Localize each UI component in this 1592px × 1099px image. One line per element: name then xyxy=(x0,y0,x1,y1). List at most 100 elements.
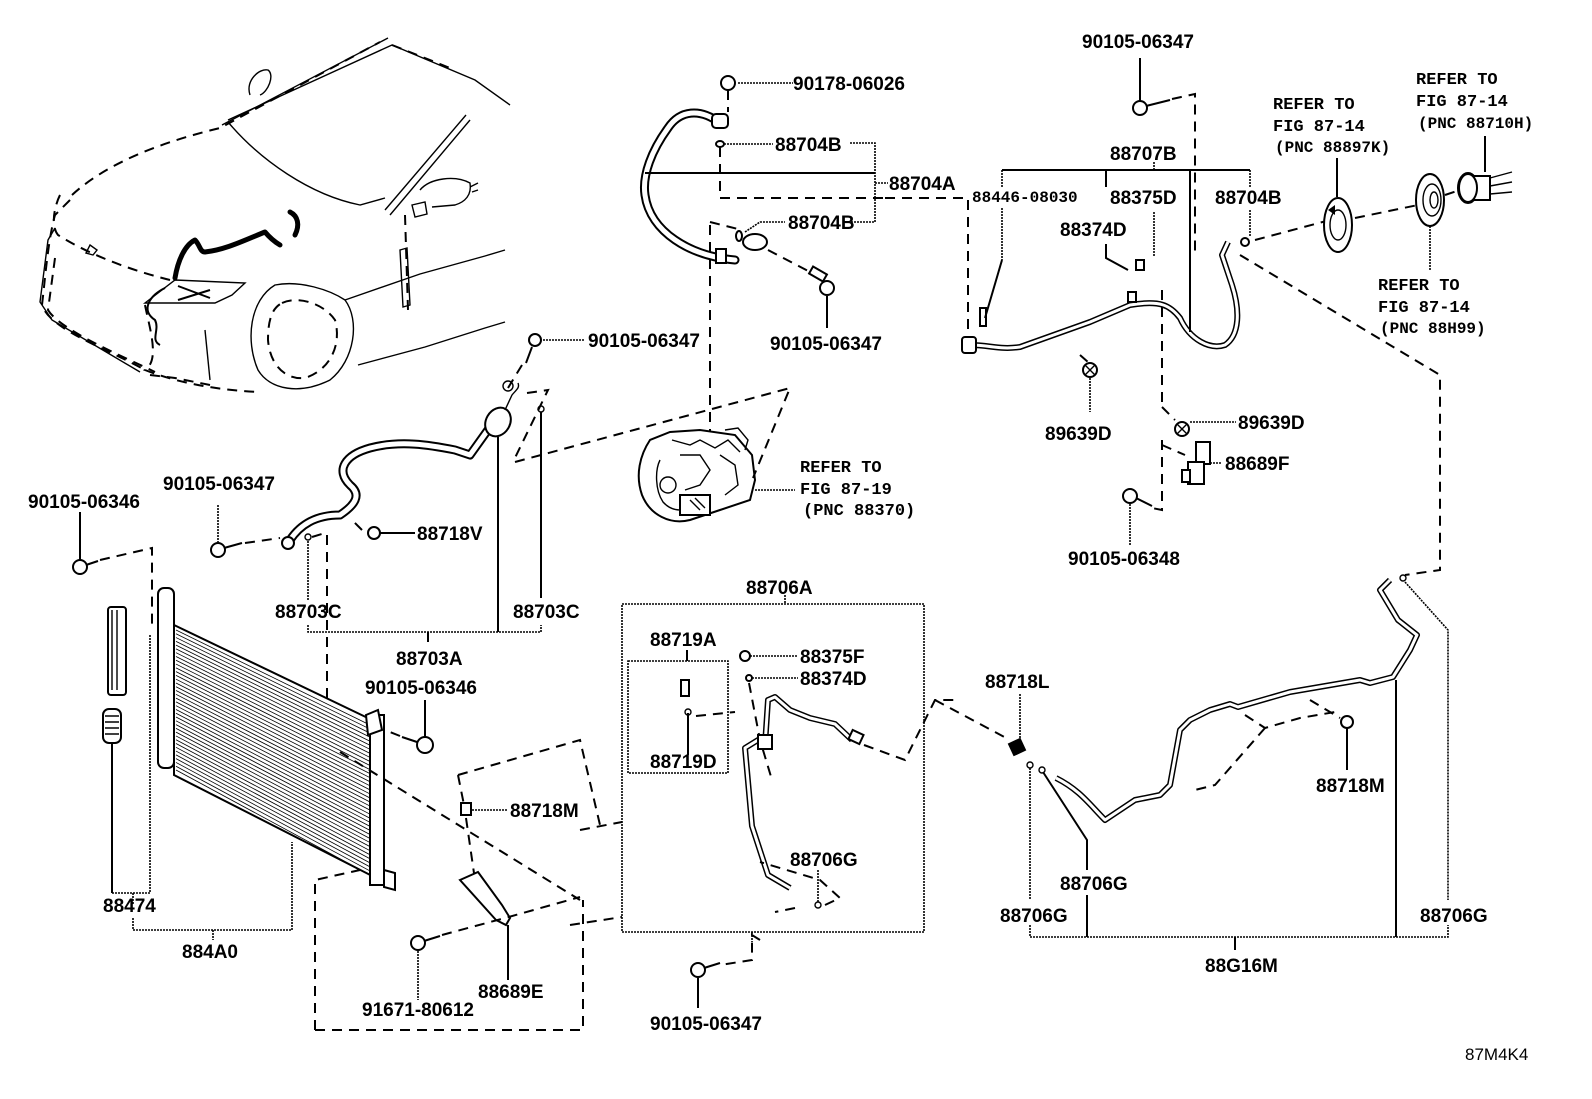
condenser-fin-line xyxy=(175,697,371,799)
figure-code: 87M4K4 xyxy=(1465,1045,1528,1064)
callout-88704B-mid: 88704B xyxy=(788,213,855,234)
callout-90105-06347-disch: 90105-06347 xyxy=(588,331,700,352)
callout-88703A: 88703A xyxy=(396,649,463,670)
callout-91671-80612: 91671-80612 xyxy=(362,1000,474,1021)
ref-88710H-line3: (PNC 88710H) xyxy=(1418,115,1533,133)
condenser-fin-line xyxy=(175,720,371,823)
compressor-illustration xyxy=(514,386,795,523)
condenser-fin-line xyxy=(175,754,371,860)
condenser-fin-line xyxy=(175,675,371,775)
ref-88H99-line3: (PNC 88H99) xyxy=(1380,320,1486,338)
condenser-fin-line xyxy=(175,690,371,791)
callout-88703C-left: 88703C xyxy=(275,602,342,623)
liquid-pipe-88706A-box xyxy=(569,595,960,1008)
condenser-fin-line xyxy=(175,633,371,730)
condenser-fin-line xyxy=(175,724,371,827)
condenser-fin-line xyxy=(175,758,371,864)
expansion-valve-seals xyxy=(1254,136,1513,270)
ref-88897K-line1: REFER TO xyxy=(1273,96,1355,115)
callout-88706G-mid: 88706G xyxy=(1060,874,1128,895)
callout-90105-06348: 90105-06348 xyxy=(1068,549,1180,570)
condenser-fin-line xyxy=(175,716,371,819)
callout-88718V: 88718V xyxy=(417,524,483,545)
callout-88704A: 88704A xyxy=(889,174,956,195)
condenser-fin-line xyxy=(175,629,371,726)
callout-88718M-right: 88718M xyxy=(1316,776,1385,797)
condenser-fin-line xyxy=(175,762,371,868)
condenser-fin-line xyxy=(175,769,371,876)
ref-compressor-line3: (PNC 88370) xyxy=(803,502,915,521)
condenser-fin-line xyxy=(175,652,371,750)
condenser-fin-line xyxy=(175,671,371,770)
condenser-fin-line xyxy=(175,644,371,742)
callout-88704B-top: 88704B xyxy=(775,135,842,156)
callout-88375F: 88375F xyxy=(800,647,864,668)
callout-88704B-right: 88704B xyxy=(1215,188,1282,209)
callout-88706A: 88706A xyxy=(746,578,813,599)
condenser-fin-line xyxy=(175,640,371,738)
condenser-fin-line xyxy=(175,637,371,734)
callout-88719A: 88719A xyxy=(650,630,717,651)
callout-88706G-left: 88706G xyxy=(1000,906,1068,927)
condenser-fin-line xyxy=(175,686,371,787)
callout-88718L: 88718L xyxy=(985,672,1050,693)
condenser-fin-line xyxy=(175,746,371,852)
callout-88707B: 88707B xyxy=(1110,144,1177,165)
callout-88375D: 88375D xyxy=(1110,188,1177,209)
callout-88703C-right: 88703C xyxy=(513,602,580,623)
condenser-fin-line xyxy=(175,739,371,843)
vehicle-outline-illustration xyxy=(39,37,511,393)
condenser-fin-line xyxy=(175,709,371,811)
callout-90105-06347-top: 90105-06347 xyxy=(1082,32,1194,53)
condenser-fin-line xyxy=(175,659,371,758)
condenser-fin-line xyxy=(175,667,371,766)
callout-88706G-box: 88706G xyxy=(790,850,858,871)
callout-90105-06346-left: 90105-06346 xyxy=(28,492,140,513)
condenser-fin-line xyxy=(175,656,371,754)
condenser-fin-line xyxy=(175,705,371,807)
callout-90105-06346-cond: 90105-06346 xyxy=(365,678,477,699)
condenser-fin-line xyxy=(175,765,371,872)
bracket-88689E xyxy=(314,738,601,1031)
ref-88H99-line2: FIG 87-14 xyxy=(1378,299,1470,318)
condenser-fin-line xyxy=(175,735,371,839)
callout-88474: 88474 xyxy=(103,896,156,917)
condenser-fin-line xyxy=(175,682,371,783)
discharge-hose-88704A xyxy=(639,75,885,296)
callout-88446-08030: 88446-08030 xyxy=(972,189,1078,207)
condenser-fin-line xyxy=(175,712,371,815)
callout-90105-06347-hose: 90105-06347 xyxy=(770,334,882,355)
callout-90178-06026: 90178-06026 xyxy=(793,74,905,95)
ref-88897K-line2: FIG 87-14 xyxy=(1273,118,1365,137)
callout-90105-06347-bottom: 90105-06347 xyxy=(650,1014,762,1035)
condenser-fin-line xyxy=(175,648,371,746)
callout-89639D-right: 89639D xyxy=(1238,413,1305,434)
callout-89639D-left: 89639D xyxy=(1045,424,1112,445)
callout-88G16M: 88G16M xyxy=(1205,956,1278,977)
condenser-fins xyxy=(175,629,371,876)
callout-88718M-left: 88718M xyxy=(510,801,579,822)
callout-88689E: 88689E xyxy=(478,982,544,1003)
suction-pipe-88707B xyxy=(961,58,1250,354)
clamps-and-bracket xyxy=(1079,290,1236,545)
condenser-fin-line xyxy=(175,663,371,762)
condenser-fin-line xyxy=(175,750,371,856)
callout-90105-06347-left: 90105-06347 xyxy=(163,474,275,495)
callout-88374D-top: 88374D xyxy=(1060,220,1127,241)
ref-88710H-line1: REFER TO xyxy=(1416,71,1498,90)
callout-88706G-right: 88706G xyxy=(1420,906,1488,927)
ref-88710H-line2: FIG 87-14 xyxy=(1416,93,1508,112)
condenser-illustration xyxy=(72,512,581,940)
ref-compressor-line2: FIG 87-19 xyxy=(800,481,892,500)
condenser-fin-line xyxy=(175,701,371,803)
ref-88897K-line3: (PNC 88897K) xyxy=(1275,139,1390,157)
ref-88H99-line1: REFER TO xyxy=(1378,277,1460,296)
condenser-fin-line xyxy=(175,693,371,795)
condenser-fin-line xyxy=(175,678,371,779)
callout-88719D: 88719D xyxy=(650,752,717,773)
liquid-pipe-88G16M xyxy=(934,574,1449,950)
callout-884A0: 884A0 xyxy=(182,942,238,963)
callout-88374D-box: 88374D xyxy=(800,669,867,690)
condenser-fin-line xyxy=(175,728,371,831)
